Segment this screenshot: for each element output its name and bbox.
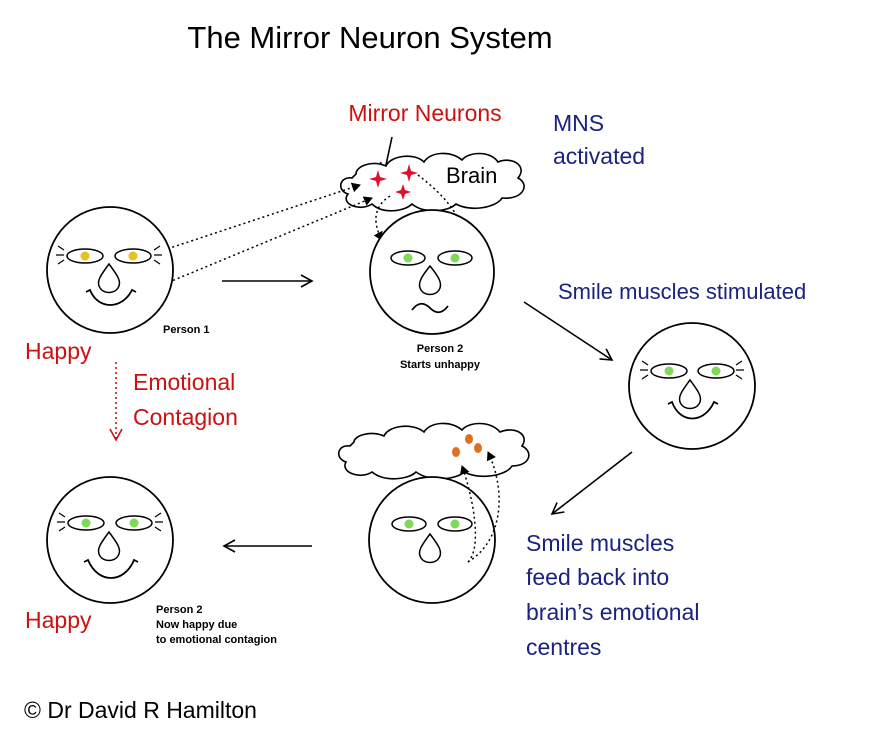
diagram-title: The Mirror Neuron System <box>187 20 552 55</box>
unhappy-face-icon <box>369 209 495 335</box>
person2-top-label-line1: Person 2 <box>417 343 463 355</box>
feedback-label-line3: brain’s emotional <box>526 599 699 625</box>
cloud-brain-lower-icon <box>338 422 530 480</box>
mns-label-line1: MNS <box>553 110 604 136</box>
emotional-contagion-label-line2: Contagion <box>133 404 238 430</box>
copyright-text: © Dr David R Hamilton <box>24 697 257 723</box>
smile-stimulated-label: Smile muscles stimulated <box>558 279 806 304</box>
person2-top-label-line2: Starts unhappy <box>400 359 481 371</box>
orange-neuron-dots <box>452 434 482 457</box>
person2-bottom-label-line1: Person 2 <box>156 604 202 616</box>
brain-label: Brain <box>446 163 497 188</box>
smiling-face-icon <box>628 322 756 450</box>
brain-loop-signal <box>373 195 391 241</box>
feedback-signal-1 <box>459 465 477 563</box>
arrow-p2-to-smiling <box>523 301 614 361</box>
mns-label-line2: activated <box>553 143 645 169</box>
arrow-smiling-to-feedback <box>550 451 633 516</box>
eye-signal-line-2 <box>149 196 373 291</box>
happy-face-icon <box>46 206 174 334</box>
person1-label: Person 1 <box>163 324 209 336</box>
person2-bottom-label-line3: to emotional contagion <box>156 634 277 646</box>
feedback-face-icon <box>368 476 496 604</box>
eye-signal-line-1 <box>157 182 361 253</box>
happy-top-label: Happy <box>25 338 92 364</box>
person2-bottom-label-line2: Now happy due <box>156 619 237 631</box>
happy-bottom-label: Happy <box>25 607 92 633</box>
happy-face-final-icon <box>46 476 174 604</box>
feedback-label-line2: feed back into <box>526 564 669 590</box>
red-star-icon <box>369 164 418 200</box>
mirror-neurons-label: Mirror Neurons <box>348 100 501 126</box>
emotional-contagion-label-line1: Emotional <box>133 369 235 395</box>
feedback-label-line1: Smile muscles <box>526 530 674 556</box>
feedback-label-line4: centres <box>526 634 601 660</box>
